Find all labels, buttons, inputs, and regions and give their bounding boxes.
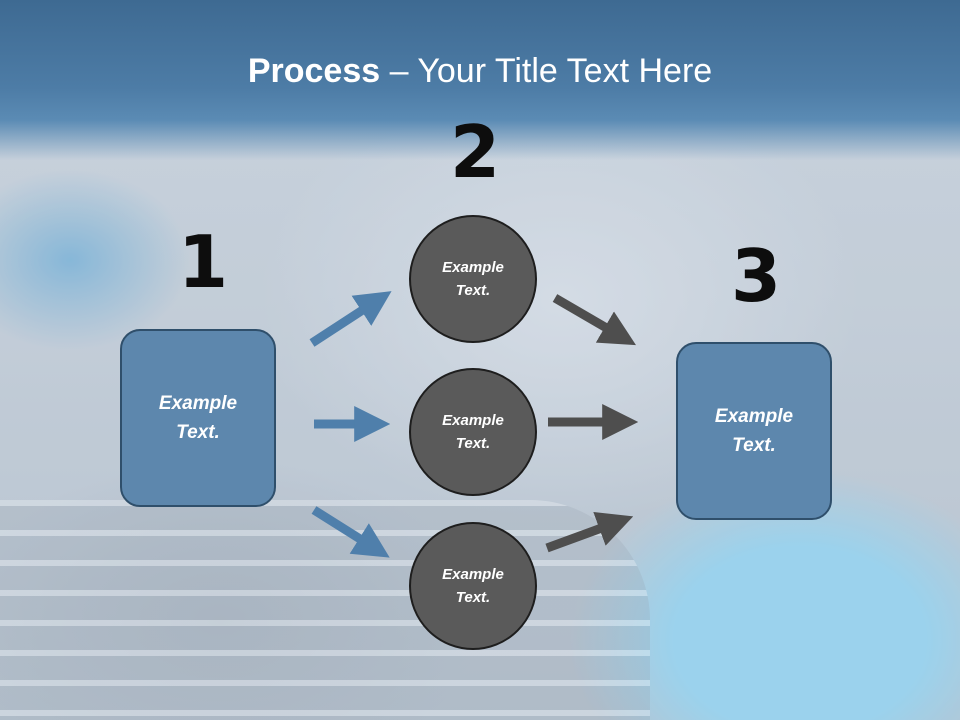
arrow-step1-to-top (309, 291, 392, 347)
slide-title: Process – Your Title Text Here (0, 52, 960, 91)
title-bold-part: Process (247, 52, 381, 90)
step-2-circle-bottom[interactable]: Example Text. (409, 522, 537, 650)
step-3-text: Example Text. (714, 406, 794, 456)
step-number-1: 1 (178, 220, 229, 304)
arrow-top-to-step3 (552, 294, 637, 346)
grille-background-detail (0, 500, 650, 720)
step-2-circle-top[interactable]: Example Text. (409, 215, 537, 343)
arrow-bottom-to-step3 (545, 511, 634, 553)
title-band (0, 0, 960, 160)
step-3-box[interactable]: Example Text. (676, 342, 832, 520)
step-2-circle-middle[interactable]: Example Text. (409, 368, 537, 496)
step-number-3: 3 (731, 234, 782, 318)
step-2-bottom-text: Example Text. (442, 566, 504, 606)
step-number-2: 2 (450, 110, 501, 194)
step-1-box[interactable]: Example Text. (120, 329, 276, 507)
step-1-text: Example Text. (158, 393, 238, 443)
step-2-top-text: Example Text. (442, 259, 504, 299)
step-2-middle-text: Example Text. (442, 412, 504, 452)
title-rest: – Your Title Text Here (380, 52, 713, 90)
arrow-step1-to-bottom (311, 506, 390, 558)
